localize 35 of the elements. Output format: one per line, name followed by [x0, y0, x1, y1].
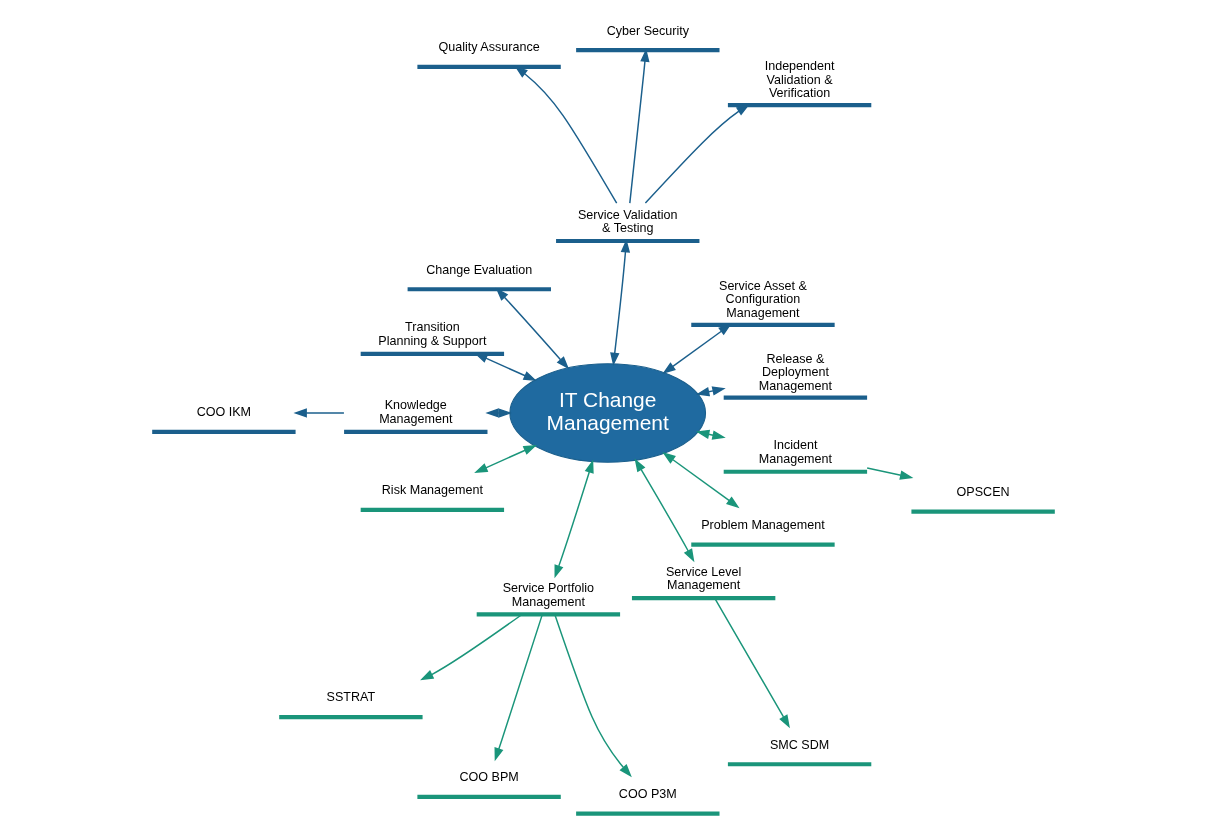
node-text: Service Level Management: [665, 564, 742, 593]
node-text: COO BPM: [459, 770, 519, 785]
arrow: [554, 613, 632, 778]
node-text: Transition Planning & Support: [378, 320, 487, 348]
node-text: SSTRAT: [326, 690, 376, 705]
node-text: Quality Assurance: [438, 40, 540, 55]
arrow: [695, 429, 726, 440]
arrow: [474, 444, 537, 473]
node-text: Service Asset & Configuration Management: [719, 278, 807, 321]
arrow: [554, 459, 594, 579]
node-text: Independent Validation & Verification: [764, 59, 835, 101]
node-text: Knowledge Management: [379, 398, 453, 427]
node-text: Problem Management: [701, 518, 825, 533]
node-text: COO IKM: [196, 405, 252, 420]
node-text: Change Evaluation: [426, 262, 533, 277]
node-text: Service Validation & Testing: [578, 207, 678, 236]
arrow: [485, 408, 512, 418]
arrow: [644, 104, 750, 204]
node-text: Cyber Security: [606, 23, 689, 38]
arrow: [866, 467, 914, 480]
arrow: [293, 408, 345, 418]
arrow: [634, 458, 695, 563]
node-text: Incident Management: [758, 438, 833, 466]
arrow: [713, 597, 790, 729]
arrow: [662, 452, 740, 509]
arrow: [474, 353, 537, 382]
node-text: Release & Deployment Management: [758, 351, 833, 393]
arrow: [420, 613, 523, 681]
node-text: OPSCEN: [956, 485, 1010, 500]
node-text: COO P3M: [618, 786, 677, 801]
arrow: [494, 613, 544, 762]
node-text: Risk Management: [381, 483, 483, 498]
node-text: Service Portfolio Management: [502, 580, 595, 609]
arrow: [695, 386, 726, 397]
node-text: SMC SDM: [769, 737, 830, 752]
